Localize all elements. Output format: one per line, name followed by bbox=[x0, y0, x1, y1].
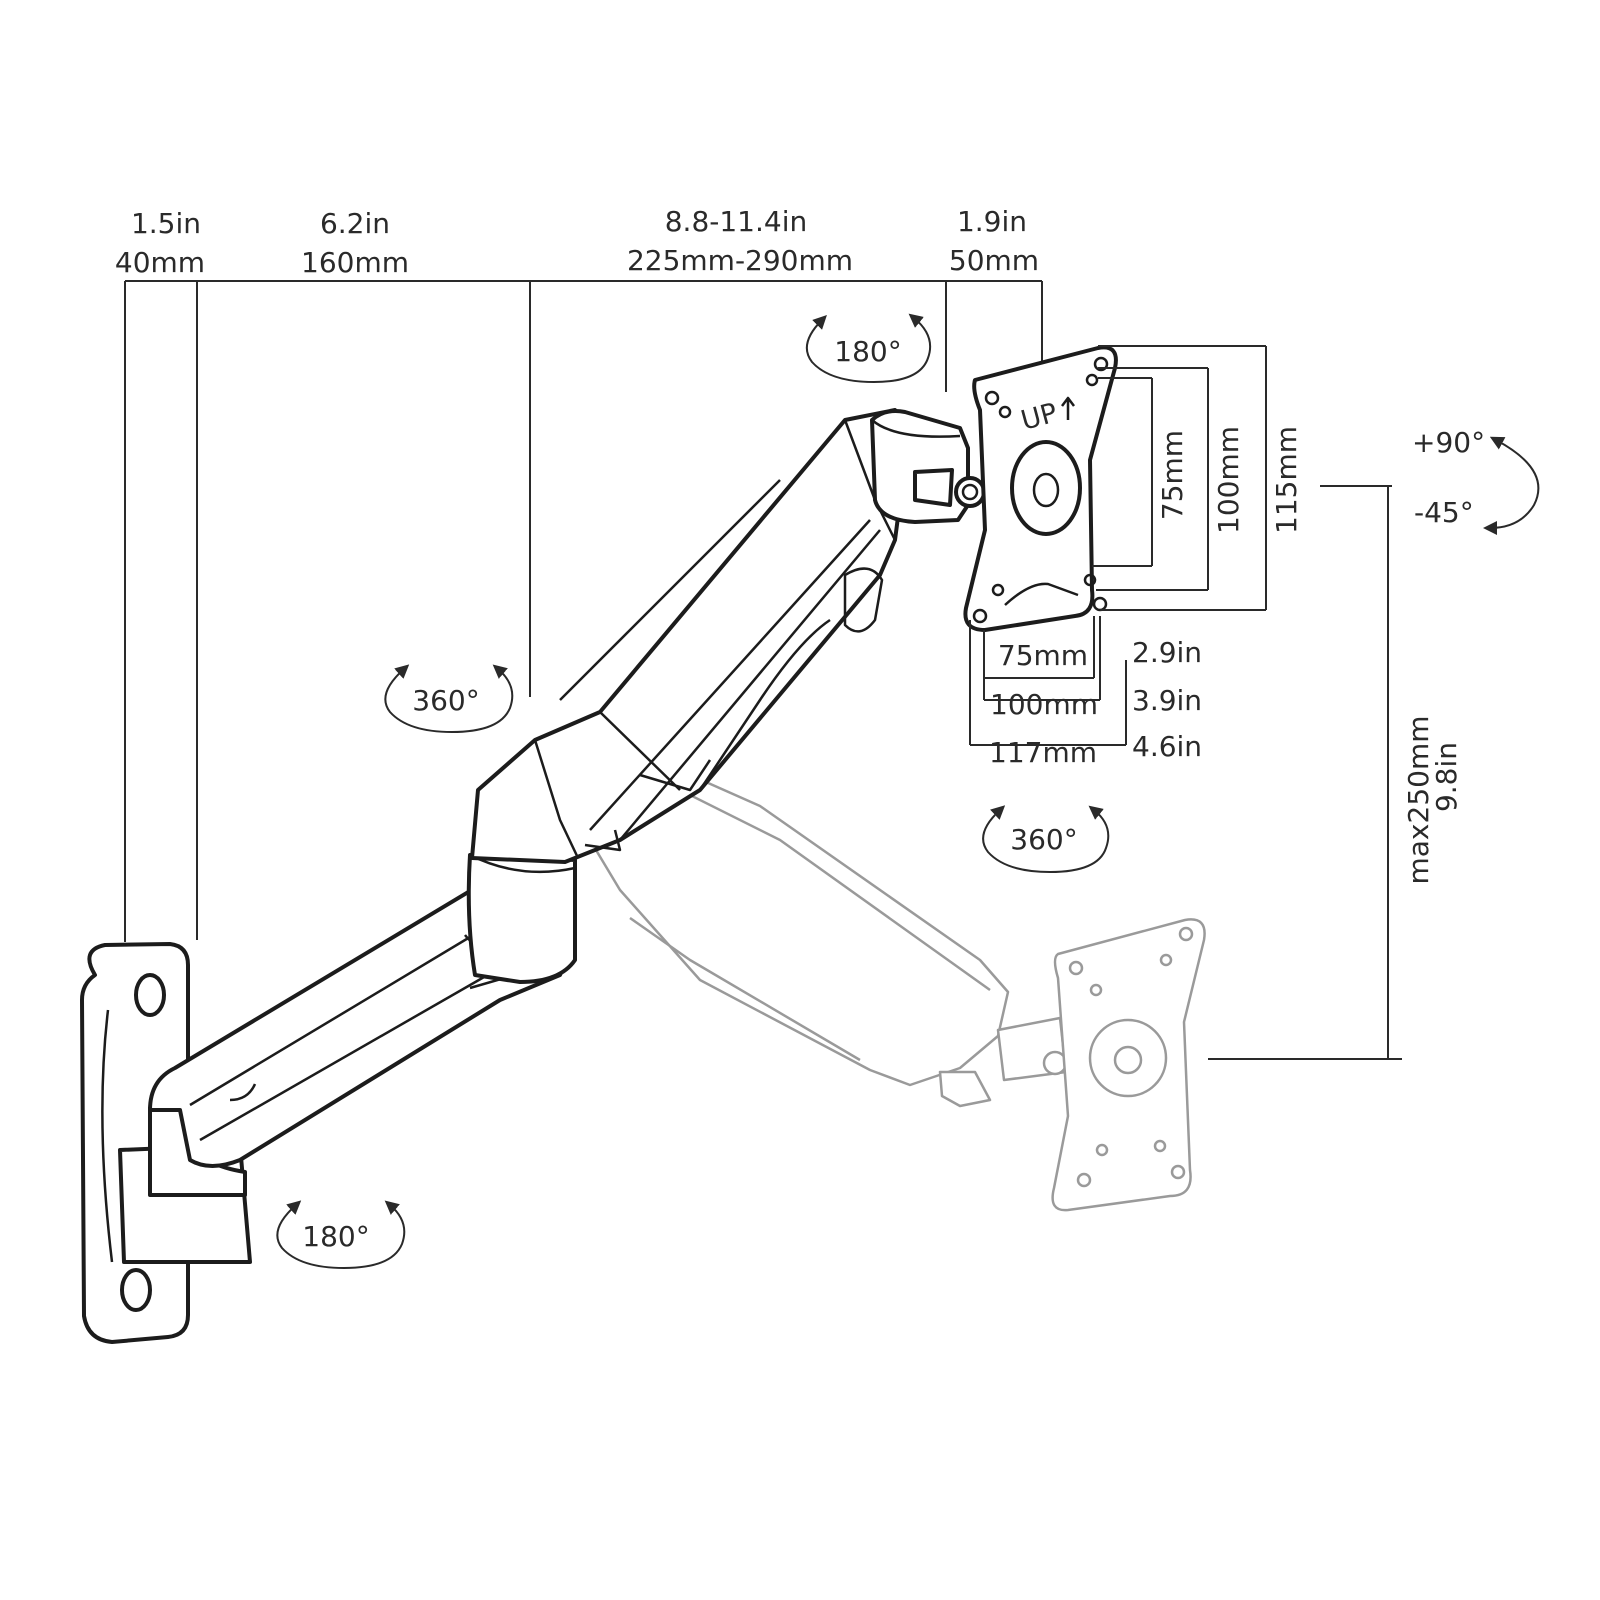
rotation-arrow-icon bbox=[276, 1200, 406, 1270]
vesa-horizontal-100-mm: 100mm bbox=[990, 688, 1098, 721]
dim-lower-arm-inch: 6.2in bbox=[320, 207, 390, 240]
height-max-inch: 9.8in bbox=[1430, 742, 1463, 812]
tilt-indicator: +90° -45° bbox=[1412, 426, 1540, 535]
rotation-head-swivel: 180° bbox=[805, 313, 932, 384]
tilt-up-label: +90° bbox=[1412, 426, 1485, 459]
rotation-arrow-icon bbox=[805, 313, 932, 384]
dim-upper-arm-inch: 8.8-11.4in bbox=[665, 205, 808, 238]
wall-plate-top-hole bbox=[134, 973, 166, 1017]
lower-arm bbox=[118, 853, 577, 1264]
tilt-arrow-icon bbox=[1483, 436, 1540, 535]
vesa-horizontal-117-inch: 4.6in bbox=[1132, 730, 1202, 763]
dim-upper-arm-mm: 225mm-290mm bbox=[627, 244, 853, 277]
vesa-horizontal-117-mm: 117mm bbox=[989, 736, 1097, 769]
vesa-vertical-100: 100mm bbox=[1212, 426, 1245, 534]
vesa-horizontal-75-inch: 2.9in bbox=[1132, 636, 1202, 669]
rotation-wall-swivel: 180° bbox=[276, 1200, 406, 1270]
tilt-down-label: -45° bbox=[1414, 496, 1474, 529]
rotation-arrow-icon bbox=[384, 664, 514, 734]
rotation-arrow-icon bbox=[982, 805, 1110, 874]
dim-wallplate-inch: 1.5in bbox=[131, 207, 201, 240]
height-adjustment: max250mm 9.8in bbox=[1208, 485, 1463, 1060]
upper-arm bbox=[470, 408, 986, 864]
vesa-horizontal-100-inch: 3.9in bbox=[1132, 684, 1202, 717]
rotation-plate: 360° bbox=[982, 805, 1110, 874]
rotation-label-elbow: 360° bbox=[412, 684, 479, 717]
vesa-center-boss bbox=[1010, 440, 1082, 536]
dim-lower-arm-mm: 160mm bbox=[301, 246, 409, 279]
vesa-plate: UP bbox=[963, 345, 1118, 632]
vesa-vertical-115: 115mm bbox=[1270, 426, 1303, 534]
top-dimension-lines bbox=[124, 280, 1043, 942]
dim-head-mm: 50mm bbox=[949, 244, 1039, 277]
vesa-horizontal-75-mm: 75mm bbox=[998, 639, 1088, 672]
height-max-mm: max250mm bbox=[1402, 716, 1435, 885]
vesa-dimension-labels: 75mm 100mm 115mm 75mm 100mm 117mm 2.9in … bbox=[989, 426, 1303, 769]
rotation-label-head: 180° bbox=[834, 335, 901, 368]
rotation-label-plate: 360° bbox=[1010, 823, 1077, 856]
wall-plate-bottom-hole bbox=[120, 1268, 152, 1312]
rotation-elbow: 360° bbox=[384, 664, 514, 734]
plate-up-arrow-icon bbox=[1061, 396, 1075, 420]
lowered-arm-ghost bbox=[538, 733, 1206, 1212]
top-dimension-labels: 1.5in 40mm 6.2in 160mm 8.8-11.4in 225mm-… bbox=[115, 205, 1039, 279]
vesa-dimension-lines bbox=[969, 345, 1267, 746]
dim-head-inch: 1.9in bbox=[957, 205, 1027, 238]
dim-wallplate-mm: 40mm bbox=[115, 246, 205, 279]
rotation-label-wall: 180° bbox=[302, 1220, 369, 1253]
vesa-vertical-75: 75mm bbox=[1156, 430, 1189, 520]
